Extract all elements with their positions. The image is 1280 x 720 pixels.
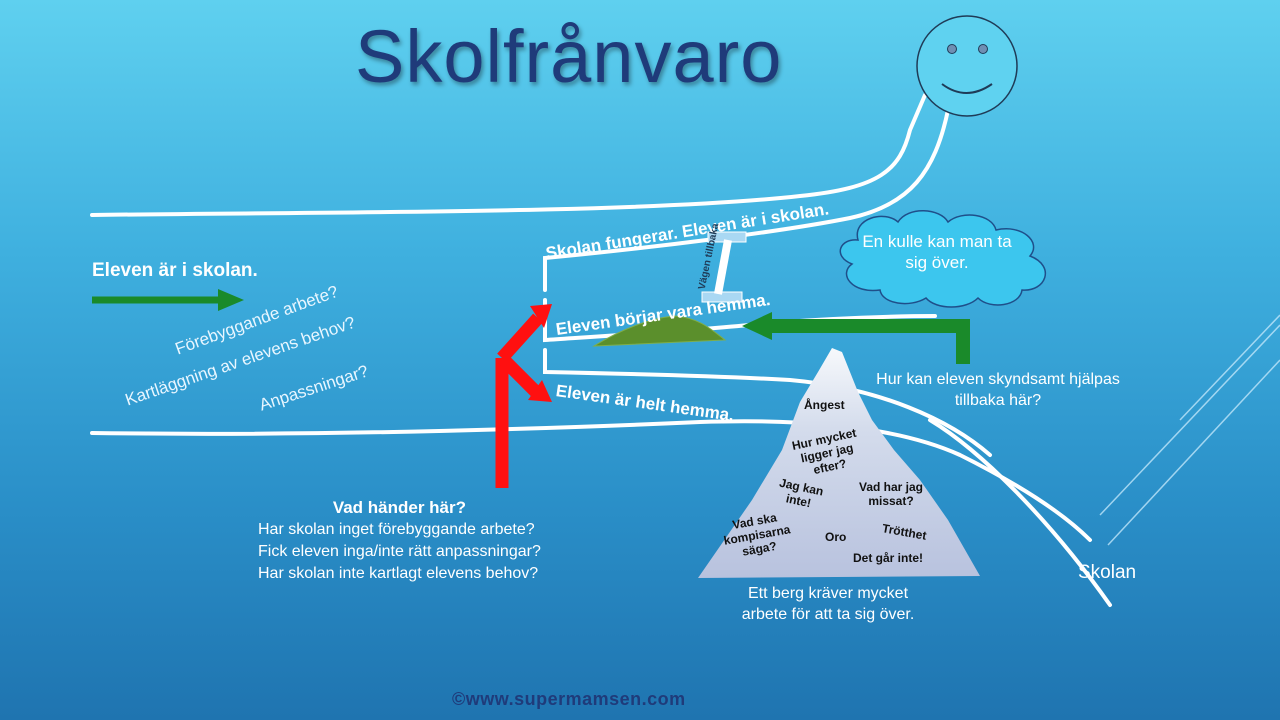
red-fork-arrow-icon	[495, 313, 543, 488]
left-heading: Eleven är i skolan.	[92, 260, 258, 281]
green-arrow-right-icon	[92, 289, 244, 311]
cloud-text: En kulle kan man ta sig över.	[862, 232, 1012, 272]
destination-label: Skolan	[1078, 562, 1137, 583]
page-title: Skolfrånvaro	[355, 15, 783, 98]
what-happens-block: Vad händer här? Har skolan inget förebyg…	[258, 497, 541, 585]
iceberg-caption: Ett berg kräver mycket arbete för att ta…	[741, 585, 915, 623]
credit: ©www.supermamsen.com	[452, 689, 686, 709]
bridge-icon	[701, 231, 747, 303]
green-return-arrow-icon	[742, 312, 970, 364]
hill-icon	[592, 315, 727, 347]
road-outer-top	[90, 93, 927, 217]
iceberg-word: Oro	[825, 530, 847, 544]
what-happens-line: Har skolan inget förebyggande arbete?	[258, 521, 535, 538]
help-question: Hur kan eleven skyndsamt hjälpas tillbak…	[876, 371, 1120, 409]
road-inner-top	[543, 108, 950, 292]
smiley-sun-icon	[916, 15, 1018, 117]
what-happens-heading: Vad händer här?	[332, 498, 467, 517]
iceberg-word: Vad har jag missat?	[858, 480, 924, 508]
decorative-lines	[1099, 314, 1280, 546]
road-inner-bottom	[543, 348, 992, 457]
iceberg-icon	[698, 348, 980, 578]
what-happens-line: Fick eleven inga/inte rätt anpassningar?	[258, 543, 541, 560]
road-to-school	[928, 418, 1112, 607]
iceberg-word: Ångest	[804, 398, 845, 412]
roads	[90, 93, 1112, 607]
cloud-icon	[839, 210, 1047, 308]
what-happens-line: Har skolan inte kartlagt elevens behov?	[258, 565, 539, 582]
iceberg-word: Det går inte!	[853, 551, 924, 565]
